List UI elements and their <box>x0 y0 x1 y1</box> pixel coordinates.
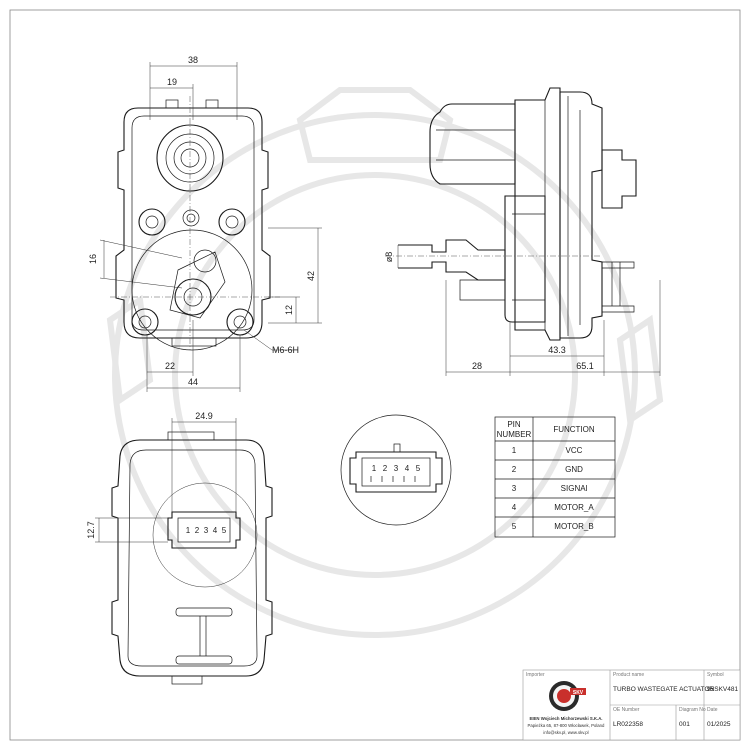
product-name: TURBO WASTEGATE ACTUATOR <box>613 686 715 693</box>
title-block: Importer SKV EIEN Wojciech Michorzewski … <box>522 669 741 741</box>
back-pin-5: 5 <box>222 526 227 535</box>
table-row-function: MOTOR_B <box>554 522 593 531</box>
detail-pin-2: 2 <box>383 464 388 473</box>
pin-function-table: PIN NUMBER FUNCTION 1 VCC 2 GND 3 SIGNAl… <box>494 416 616 538</box>
date-value: 01/2025 <box>707 721 731 728</box>
back-view-dimensions: 24.9 12.7 <box>86 411 213 539</box>
dim-side-diameter: ø8 <box>384 252 394 263</box>
importer-address: Papieżka 65, 87-800 Włocławek, Poland <box>528 723 606 728</box>
back-connector-pins: 1 2 3 4 5 <box>186 526 227 535</box>
front-view-dimensions: 38 19 16 42 12 M6-6H 22 44 <box>88 55 316 387</box>
date-label: Date <box>707 707 718 713</box>
logo-text: SKV <box>573 690 584 696</box>
diagram-no-label: Diagram No <box>679 707 706 713</box>
company-logo: SKV <box>549 681 586 711</box>
back-pin-4: 4 <box>213 526 218 535</box>
table-header-function: FUNCTION <box>553 425 595 434</box>
dim-back-width: 24.9 <box>195 411 213 421</box>
dim-side-left: 28 <box>472 361 482 371</box>
dim-thread: M6-6H <box>272 345 299 355</box>
watermark-gear <box>106 87 664 638</box>
table-row-pin: 1 <box>512 446 517 455</box>
importer-name: EIEN Wojciech Michorzewski S.K.A. <box>530 716 603 721</box>
symbol-label: Symbol <box>707 672 724 678</box>
back-view: 1 2 3 4 5 <box>95 418 273 685</box>
side-view <box>385 87 661 376</box>
dim-back-height: 12.7 <box>86 521 96 539</box>
table-row-pin: 4 <box>512 503 517 512</box>
product-name-label: Product name <box>613 672 644 678</box>
table-row-function: SIGNAl <box>561 484 588 493</box>
dim-side-depth: 43.3 <box>548 345 566 355</box>
table-row-function: GND <box>565 465 583 474</box>
dim-front-bottom-width: 44 <box>188 377 198 387</box>
back-pin-2: 2 <box>195 526 200 535</box>
detail-pin-5: 5 <box>416 464 421 473</box>
importer-label: Importer <box>526 672 545 678</box>
side-view-dimensions: ø8 43.3 28 65.1 <box>384 252 594 371</box>
dim-front-width-top: 38 <box>188 55 198 65</box>
oe-number-label: OE Number <box>613 707 640 713</box>
dim-front-small: 12 <box>284 305 294 315</box>
connector-detail: 1 2 3 4 5 <box>340 414 452 526</box>
dim-front-height: 42 <box>306 271 316 281</box>
table-header-pin: PIN <box>507 420 521 429</box>
back-pin-3: 3 <box>204 526 209 535</box>
table-row-pin: 2 <box>512 465 517 474</box>
diagram-no: 001 <box>679 721 690 728</box>
detail-pin-3: 3 <box>394 464 399 473</box>
detail-pin-4: 4 <box>405 464 410 473</box>
table-row-pin: 3 <box>512 484 517 493</box>
dim-side-total: 65.1 <box>576 361 594 371</box>
table-row-pin: 5 <box>512 522 517 531</box>
back-pin-1: 1 <box>186 526 191 535</box>
oe-number: LR022358 <box>613 721 643 728</box>
sheet-frame <box>9 9 741 741</box>
dim-front-half-top: 19 <box>167 77 177 87</box>
symbol-value: 95SKV481 <box>707 686 738 693</box>
front-view <box>99 62 322 392</box>
detail-pin-1: 1 <box>372 464 377 473</box>
dim-front-bottom-half: 22 <box>165 361 175 371</box>
dim-front-radius: 16 <box>88 254 98 264</box>
importer-contact: info@skv.pl, www.skv.pl <box>543 730 588 735</box>
detail-connector-pins: 1 2 3 4 5 <box>372 464 421 473</box>
table-header-number: NUMBER <box>497 430 532 439</box>
table-row-function: VCC <box>566 446 583 455</box>
table-row-function: MOTOR_A <box>554 503 594 512</box>
